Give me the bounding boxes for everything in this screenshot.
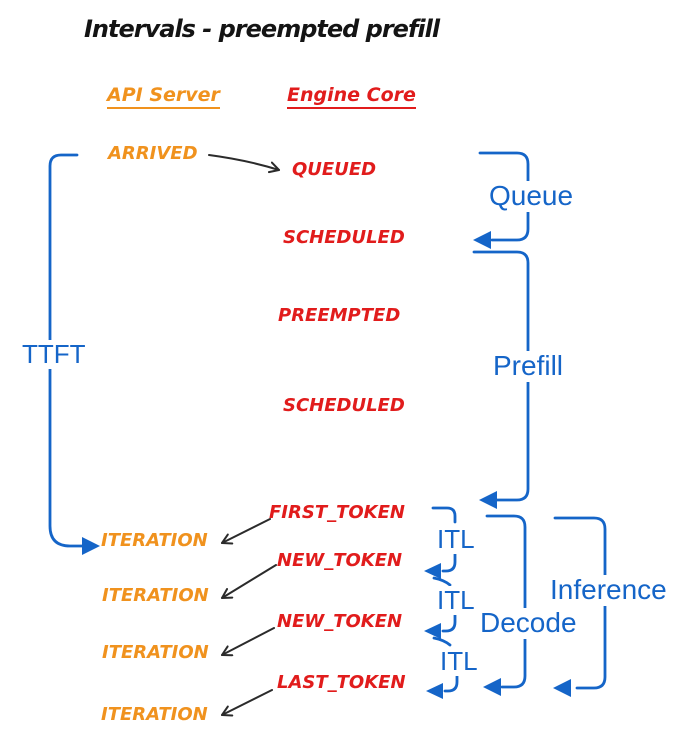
arrived-to-queued-arrow [208,154,280,174]
event-first-token: FIRST_TOKEN [269,502,405,523]
interval-label-queue: Queue [486,180,577,212]
itl-2-arrowhead-icon [424,623,441,639]
itl-3-arrowhead-icon [426,683,443,699]
interval-label-itl-3: ITL [437,647,481,676]
decode-bracket [485,514,527,689]
interval-label-ttft: TTFT [19,340,89,369]
interval-label-itl-2: ITL [434,586,478,615]
event-scheduled-2: SCHEDULED [283,395,405,416]
event-last-token: LAST_TOKEN [277,672,406,693]
itl-2-hook-tail [432,636,452,647]
interval-label-prefill: Prefill [490,350,567,382]
itl-1-hook [441,550,457,573]
engine-core-column-header: Engine Core [287,85,416,109]
itl-1-top-bracket [431,506,457,524]
event-scheduled-1: SCHEDULED [283,227,405,248]
itl-1-arrowhead-icon [424,563,441,579]
queue-arrowhead-icon [473,231,491,249]
event-iteration-2: ITERATION [102,585,209,606]
interval-label-itl-1: ITL [434,525,478,554]
event-iteration-1: ITERATION [101,530,208,551]
itl-1-hook-tail [432,576,452,587]
decode-arrowhead-icon [483,678,501,696]
interval-label-inference: Inference [547,574,670,606]
event-queued: QUEUED [292,159,377,180]
api-server-column-header: API Server [107,85,220,109]
event-preempted: PREEMPTED [278,305,401,326]
first-token-to-iteration-arrow [221,518,271,545]
page-title: Intervals - preempted prefill [84,15,440,43]
last-token-to-iteration-arrow [221,689,273,717]
itl-2-hook [441,610,457,633]
interval-label-decode: Decode [477,607,580,639]
new-token-1-to-iteration-arrow [221,564,277,599]
new-token-2-to-iteration-arrow [221,627,275,657]
event-iteration-3: ITERATION [102,642,209,663]
event-new-token-1: NEW_TOKEN [277,550,403,571]
event-new-token-2: NEW_TOKEN [277,611,403,632]
event-arrived: ARRIVED [108,143,198,164]
event-iteration-4: ITERATION [101,704,208,725]
ttft-arrowhead-icon [82,537,100,555]
inference-arrowhead-icon [553,679,571,697]
itl-3-hook [443,670,459,693]
prefill-arrowhead-icon [479,491,497,509]
